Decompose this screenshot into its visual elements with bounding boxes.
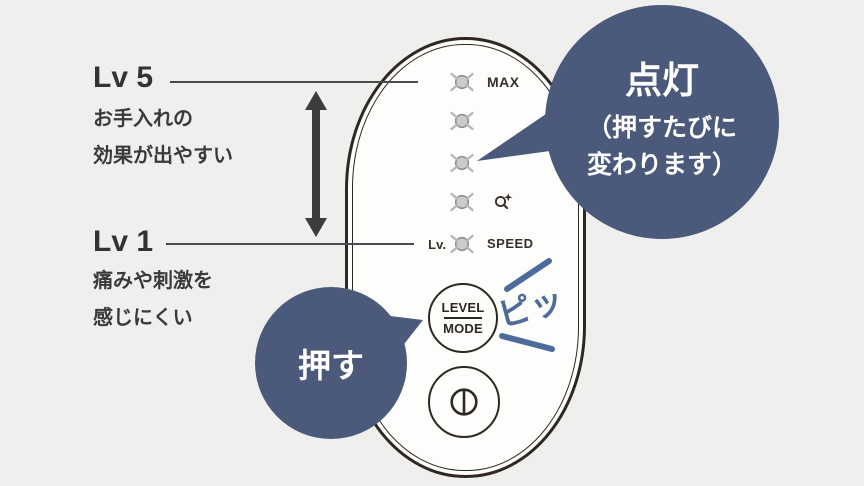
led-burst-icon [450, 72, 474, 92]
power-button [428, 366, 500, 438]
speed-label: SPEED [487, 236, 534, 251]
max-label: MAX [487, 74, 520, 90]
mode-label: MODE [443, 321, 483, 336]
power-icon [450, 388, 478, 416]
lv-label: Lv. [428, 237, 446, 252]
press-callout-label: 押す [298, 347, 364, 384]
led-burst-icon [450, 153, 474, 173]
lv5-label: Lv 5 [93, 61, 154, 94]
lv1-description-line1: 痛みや刺激を [93, 270, 213, 292]
led-burst-icon [450, 111, 474, 131]
led-burst-icon [450, 192, 474, 212]
double-vertical-arrow-icon [305, 91, 327, 237]
lighting-callout-line1: （押すたびに [586, 114, 737, 142]
lv1-description-line2: 感じにくい [93, 307, 193, 329]
lv1-label: Lv 1 [93, 225, 154, 258]
led-burst-icon [450, 234, 474, 254]
press-callout: 押す [255, 287, 407, 439]
lighting-callout-line2: 変わります） [586, 151, 737, 179]
level-label: LEVEL [441, 300, 485, 315]
lv1-description: 痛みや刺激を 感じにくい [93, 263, 213, 337]
lighting-callout: 点灯 （押すたびに 変わります） [545, 5, 779, 239]
magnifier-sparkle-icon [494, 193, 513, 210]
device-inner-outline [352, 44, 579, 471]
lv5-description-line2: 効果が出やすい [93, 145, 233, 167]
lv5-description-line1: お手入れの [93, 108, 193, 130]
level-mode-button: LEVEL MODE [428, 283, 498, 353]
lv5-description: お手入れの 効果が出やすい [93, 101, 233, 175]
lighting-callout-title: 点灯 [625, 60, 699, 101]
level-mode-divider [444, 317, 482, 319]
